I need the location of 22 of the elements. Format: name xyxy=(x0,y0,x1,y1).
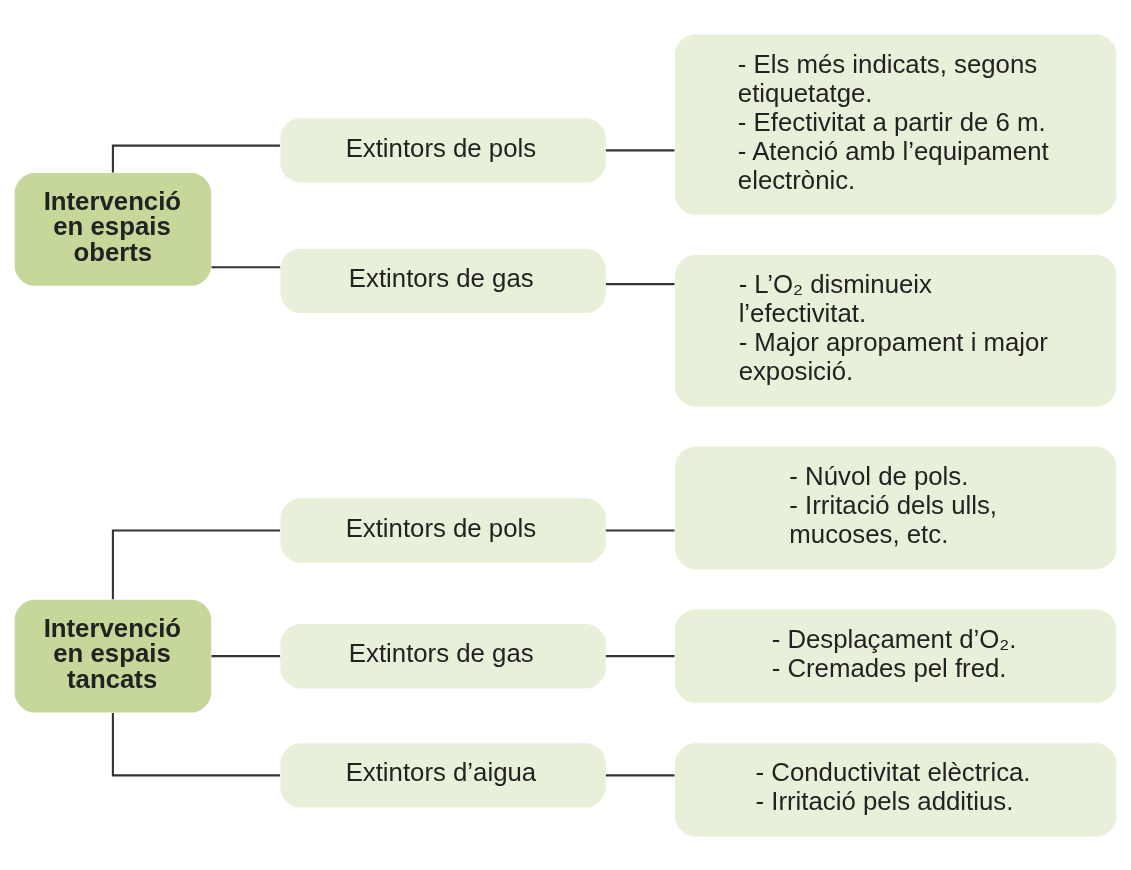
node-box: - L’O₂ disminueix l’efectivitat. - Major apropament i major exposició. xyxy=(675,254,1117,406)
node-box: Extintors d’aigua xyxy=(280,742,606,808)
connector xyxy=(605,282,675,285)
node-box: - Els més indicats, segons etiquetatge. - Efectivitat a partir de 6 m. - Atenció amb l’equipament electrònic. xyxy=(675,33,1117,215)
node-box: - Núvol de pols. - Irritació dels ulls, mucoses, etc. xyxy=(675,446,1117,569)
node-box: Extintors de gas xyxy=(280,623,606,688)
node-box: Extintors de pols xyxy=(280,117,606,183)
connector xyxy=(605,148,675,151)
connector xyxy=(605,529,675,532)
connector xyxy=(211,265,281,268)
node-box: - Conductivitat elèctrica. - Irritació pels additius. xyxy=(675,742,1117,837)
connector xyxy=(111,144,280,173)
node-box: Extintors de gas xyxy=(280,248,606,313)
connector xyxy=(111,712,280,776)
connector xyxy=(605,654,675,657)
connector xyxy=(605,773,675,776)
connector xyxy=(111,529,280,599)
node-box: - Desplaçament d’O₂. - Cremades pel fred. xyxy=(675,608,1117,703)
node-box: Extintors de pols xyxy=(280,497,606,563)
node-box: Intervenció en espais oberts xyxy=(14,172,212,286)
connector xyxy=(211,654,281,657)
node-box: Intervenció en espais tancats xyxy=(14,599,212,713)
